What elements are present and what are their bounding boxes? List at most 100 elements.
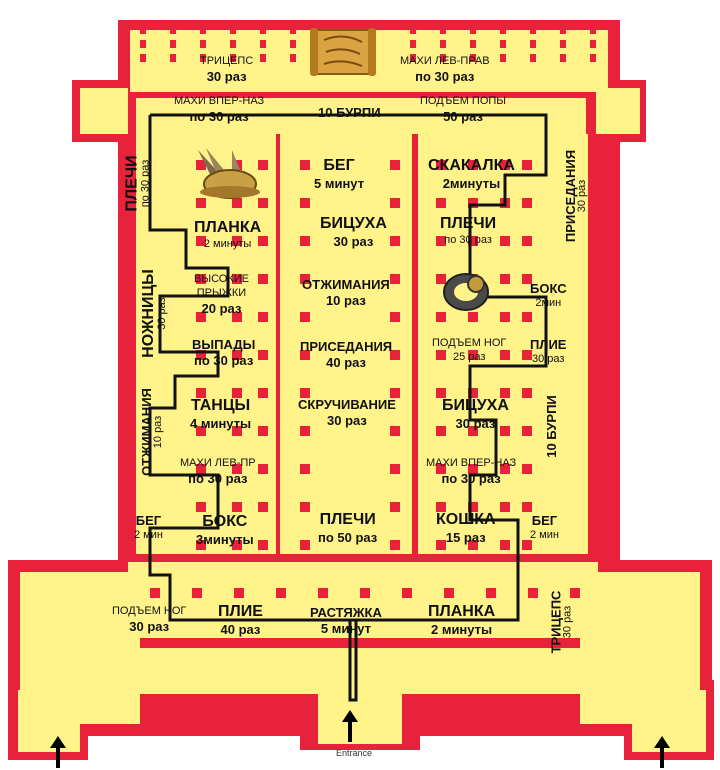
station-reps: 30 раз	[333, 234, 374, 249]
pillar	[500, 54, 506, 62]
up-arrow-icon	[50, 736, 66, 768]
pillar	[200, 40, 206, 48]
pillar	[170, 40, 176, 48]
pillar	[470, 26, 476, 34]
station-reps: 5 минут	[320, 621, 371, 636]
pillar	[258, 388, 268, 398]
inner-wall	[136, 92, 588, 98]
pillar	[290, 40, 296, 48]
pillar	[196, 160, 206, 170]
station-title: БИЦУХА	[320, 215, 387, 232]
pillar	[300, 502, 310, 512]
pillar	[468, 464, 478, 474]
station-reps: 2 мин	[530, 529, 559, 541]
station-title: МАХИ ЛЕВ-ПР	[180, 457, 256, 469]
pillar	[300, 198, 310, 208]
pillar	[522, 350, 532, 360]
pillar	[530, 54, 536, 62]
pillar	[300, 426, 310, 436]
pillar	[468, 350, 478, 360]
station-title: 10 БУРПИ	[318, 105, 381, 120]
floor-area	[128, 562, 598, 586]
station-reps: 30 раз	[155, 297, 168, 330]
station-title: СКРУЧИВАНИЕ	[298, 397, 396, 412]
pillar	[468, 198, 478, 208]
pillar	[444, 588, 454, 598]
pillar	[500, 426, 510, 436]
pillar	[232, 350, 242, 360]
station-reps: 30 раз	[129, 619, 170, 634]
pillar	[276, 588, 286, 598]
pillar	[522, 502, 532, 512]
route-path	[148, 113, 548, 702]
pillar	[232, 502, 242, 512]
pillar	[468, 312, 478, 322]
pillar	[140, 26, 146, 34]
pillar	[468, 236, 478, 246]
pillar	[570, 588, 580, 598]
station-reps: по 50 раз	[318, 530, 378, 545]
pillar	[468, 160, 478, 170]
pillar	[522, 540, 532, 550]
pillar	[170, 26, 176, 34]
station-reps: 30 раз	[561, 605, 574, 639]
station-title: ПЛИЕ	[530, 337, 567, 352]
pillar	[522, 426, 532, 436]
pillar	[232, 464, 242, 474]
pillar	[436, 160, 446, 170]
pillar	[522, 236, 532, 246]
pillar	[260, 26, 266, 34]
pillar	[522, 388, 532, 398]
pillar	[258, 350, 268, 360]
station-title: ВЫСОКИЕ	[194, 273, 249, 285]
station-reps: 3минуты	[196, 532, 254, 547]
pillar	[300, 464, 310, 474]
station-reps: 2 мин	[134, 529, 163, 541]
pillar	[468, 502, 478, 512]
pillar	[530, 26, 536, 34]
ring-icon	[440, 266, 492, 314]
pillar	[232, 540, 242, 550]
up-arrow-icon	[654, 736, 670, 768]
pillar	[500, 236, 510, 246]
station-title: ТАНЦЫ	[190, 397, 251, 414]
pillar	[234, 588, 244, 598]
station-title: РАСТЯЖКА	[310, 605, 382, 620]
floor-area	[318, 694, 402, 744]
pillar	[390, 160, 400, 170]
pillar	[436, 502, 446, 512]
pillar	[290, 54, 296, 62]
pillar	[232, 312, 242, 322]
floor-area	[140, 648, 580, 694]
pillar	[390, 236, 400, 246]
station-title: КОШКА	[436, 511, 496, 528]
inner-wall	[412, 134, 418, 554]
pillar	[150, 588, 160, 598]
pillar	[522, 274, 532, 284]
pillar	[402, 588, 412, 598]
pillar	[560, 40, 566, 48]
station-title: ПЛЕЧИ	[319, 511, 376, 528]
station-title: ПЛАНКА	[428, 603, 496, 620]
pillar	[196, 236, 206, 246]
pillar	[196, 540, 206, 550]
pillar	[522, 312, 532, 322]
pillar	[258, 540, 268, 550]
station-reps: 2мин	[535, 297, 562, 309]
